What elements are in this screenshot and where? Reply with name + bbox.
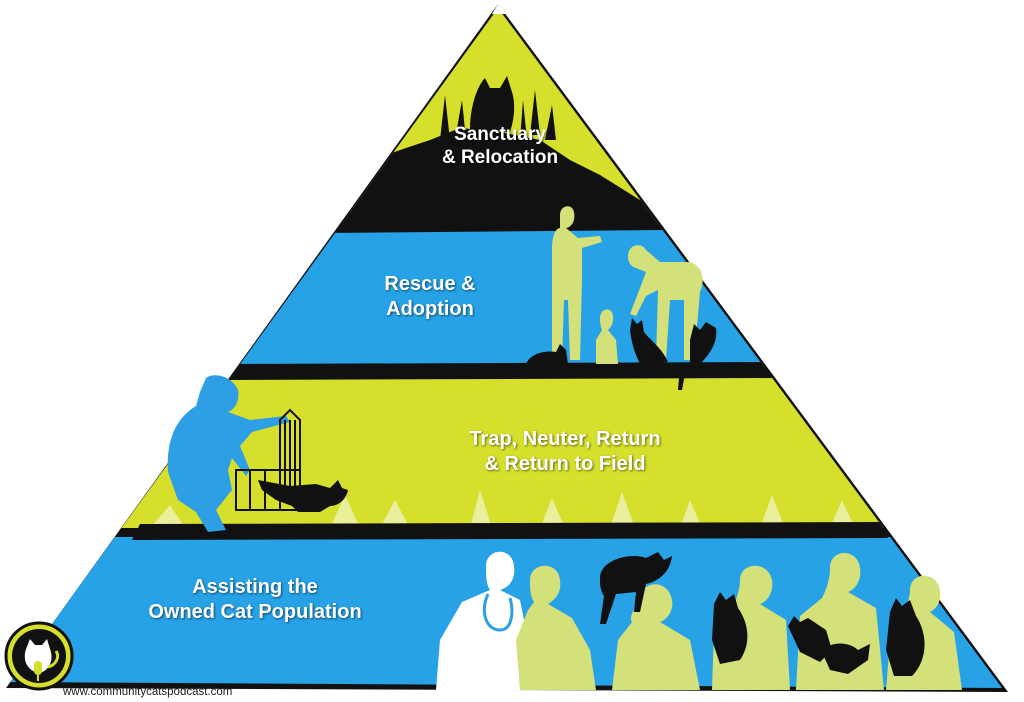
tier-sanctuary-line2: & Relocation (441, 147, 559, 168)
tier-tnr-line1: Trap, Neuter, Return (469, 428, 661, 450)
person-lifting-cat-icon (612, 584, 700, 690)
tnr-figures (167, 375, 348, 532)
pyramid-apex (492, 4, 506, 14)
standing-person-icon (552, 206, 602, 360)
tier-owned-line2: Owned Cat Population (148, 601, 362, 623)
rescue-cat-1-icon (630, 318, 668, 364)
held-cat-1-icon (712, 592, 748, 664)
rescue-figures (526, 206, 717, 390)
separator-1 (320, 218, 660, 233)
tier-sanctuary-line1: Sanctuary (454, 124, 546, 145)
rescue-cat-2-icon (678, 322, 717, 390)
community-cats-podcast-logo-icon (4, 621, 74, 691)
held-cat-2-icon (788, 616, 832, 662)
owned-figures (436, 551, 962, 690)
sanctuary-cat-icon (470, 76, 515, 132)
rescue-cat-3-icon (526, 344, 568, 364)
crouching-person-icon (167, 375, 290, 532)
tier-tnr-line2: & Return to Field (484, 453, 646, 475)
bending-person-icon (628, 245, 703, 360)
lifted-cat-icon (600, 552, 672, 624)
tier-rescue-label: Rescue & Adoption (340, 272, 520, 322)
held-cat-4-icon (886, 598, 925, 676)
held-cat-3-icon (822, 643, 870, 674)
separator-2 (222, 362, 780, 380)
veterinarian-icon (436, 551, 530, 690)
tier-tnr-label: Trap, Neuter, Return & Return to Field (425, 427, 705, 477)
footer-url[interactable]: www.communitycatspodcast.com (63, 686, 233, 698)
woman-figure-icon (516, 565, 596, 690)
tier-owned-label: Assisting the Owned Cat Population (110, 575, 400, 625)
stethoscope-icon (483, 593, 514, 632)
child-figure-icon (596, 309, 618, 364)
tier-rescue-line2: Adoption (386, 298, 474, 320)
tier-owned-line1: Assisting the (192, 576, 318, 598)
separator-3 (132, 522, 888, 540)
tier-sanctuary-label: Sanctuary & Relocation (395, 123, 605, 169)
sanctuary-grass-silhouette (300, 76, 680, 225)
tnr-cat-icon (258, 480, 348, 512)
tier-rescue-line1: Rescue & (384, 273, 476, 295)
